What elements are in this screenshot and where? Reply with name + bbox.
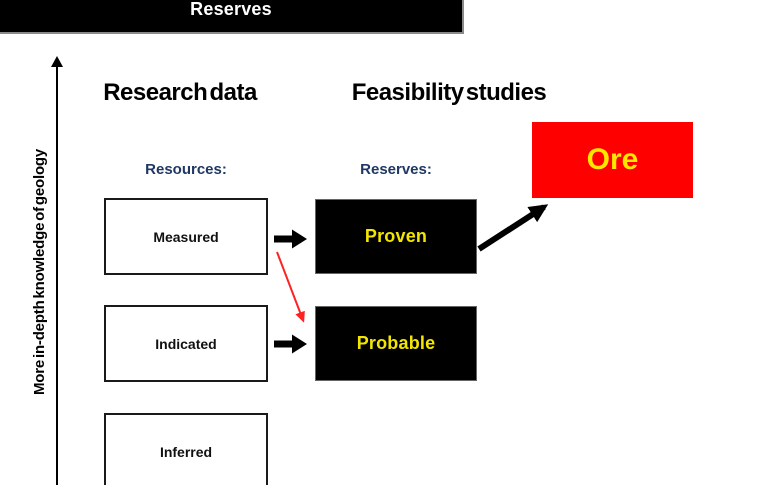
measured-box: Measured <box>104 198 268 275</box>
measured-box-label: Measured <box>153 228 219 245</box>
proven-box-label: Proven <box>364 226 428 246</box>
arrow-proven-to-ore-icon <box>477 204 549 252</box>
arrow-indicated-to-probable-icon <box>274 334 307 354</box>
heading-feasibility-studies: Feasibility studies <box>351 79 547 106</box>
heading-research-data: Research data <box>103 79 257 106</box>
resources-group-label: Resources: <box>145 161 227 178</box>
top-banner: Reserves <box>0 0 464 34</box>
y-axis-up-arrow-icon <box>51 56 63 67</box>
y-axis-label: More in-depth knowledge of geology <box>31 148 48 396</box>
arrow-measured-to-probable-red-icon <box>276 251 305 323</box>
probable-box: Probable <box>315 306 477 381</box>
inferred-box-label: Inferred <box>159 443 213 460</box>
proven-box: Proven <box>315 199 477 274</box>
probable-box-label: Probable <box>356 333 436 353</box>
top-banner-label: Reserves <box>190 0 272 19</box>
indicated-box-label: Indicated <box>155 335 217 352</box>
indicated-box: Indicated <box>104 305 268 382</box>
inferred-box: Inferred <box>104 413 268 485</box>
y-axis-line <box>56 64 58 485</box>
ore-box-label: Ore <box>586 143 639 176</box>
ore-box: Ore <box>532 122 693 198</box>
reserves-group-label: Reserves: <box>360 161 432 178</box>
arrow-measured-to-proven-icon <box>274 229 307 249</box>
